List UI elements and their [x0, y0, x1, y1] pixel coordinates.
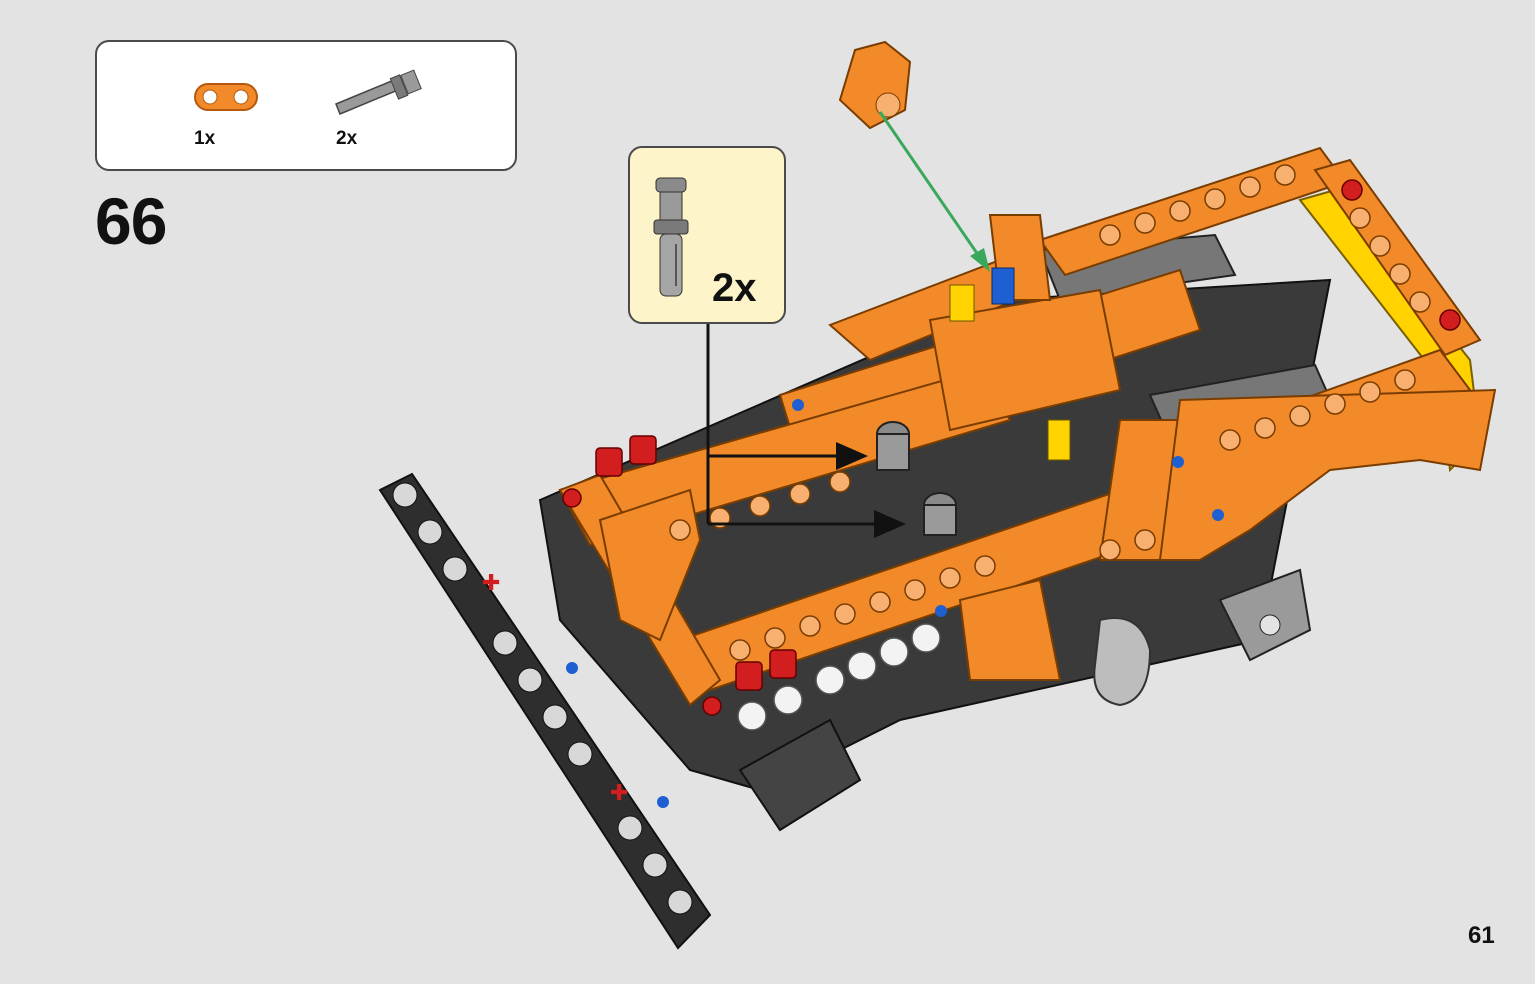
front-bumper-beam: ✚ ✚	[378, 472, 712, 950]
gray-pins-new	[876, 421, 957, 536]
yellow-blue-connectors	[566, 267, 1224, 808]
gray-pin-axle-icon	[335, 69, 422, 115]
page-number: 61	[1468, 922, 1495, 949]
gray-pin-axle-icon	[653, 177, 689, 297]
svg-text:✚: ✚	[610, 781, 628, 806]
gray-bottom-parts	[738, 568, 1312, 832]
orange-beam-2-icon	[194, 83, 258, 111]
step-number: 66	[95, 184, 167, 258]
orange-beam-new	[838, 40, 912, 130]
red-pins	[562, 179, 1461, 716]
white-bushings	[737, 623, 941, 731]
arrow-head-2	[874, 510, 906, 538]
parts-list-box	[95, 40, 517, 171]
part-count-1: 1x	[194, 128, 216, 149]
callout-count: 2x	[712, 266, 757, 310]
svg-text:✚: ✚	[482, 571, 500, 596]
part-count-2: 2x	[336, 128, 358, 149]
placement-arrow	[878, 111, 990, 272]
arrow-head-1	[836, 442, 868, 470]
subassembly-callout	[628, 146, 786, 324]
beam-holes	[669, 164, 1431, 661]
callout-pointers	[706, 324, 880, 526]
